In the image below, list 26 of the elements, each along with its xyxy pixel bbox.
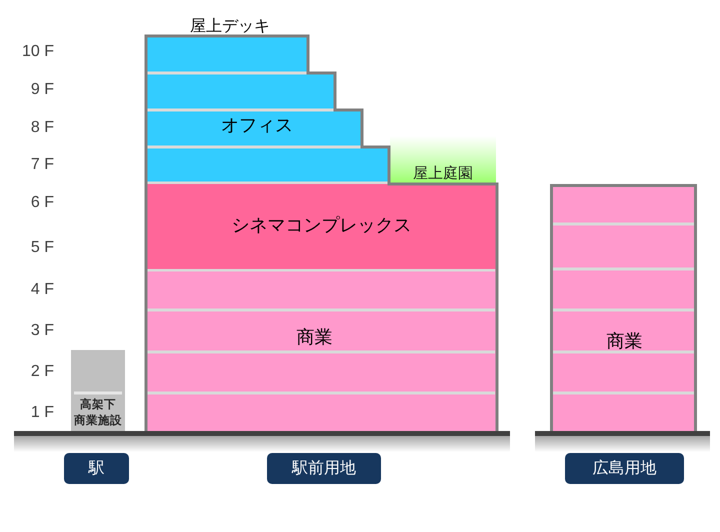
retail-floors bbox=[146, 269, 497, 432]
roof-deck-label: 屋上デッキ bbox=[189, 16, 271, 37]
area-label: 商業 bbox=[606, 330, 644, 352]
floor-label: 7 F bbox=[30, 155, 54, 175]
area-label: オフィス bbox=[220, 114, 294, 136]
area-label: 高架下商業施設 bbox=[74, 397, 122, 429]
office-floors bbox=[146, 36, 389, 184]
floor-label: 6 F bbox=[30, 193, 54, 213]
floor-label: 8 F bbox=[30, 118, 54, 138]
site-tag: 広島用地 bbox=[565, 453, 684, 484]
retail-building bbox=[550, 184, 697, 432]
elevated-retail-block bbox=[71, 350, 125, 432]
floor-label: 2 F bbox=[30, 362, 54, 382]
area-label: 商業 bbox=[296, 326, 334, 348]
area-label: 屋上庭園 bbox=[413, 165, 473, 183]
floor-label: 10 F bbox=[20, 42, 54, 62]
area-label: シネマコンプレックス bbox=[232, 214, 412, 236]
cinema-floors bbox=[146, 184, 497, 269]
floor-label: 9 F bbox=[30, 80, 54, 100]
floor-label: 1 F bbox=[30, 403, 54, 423]
floor-label: 5 F bbox=[30, 238, 54, 258]
rooftop-garden bbox=[390, 136, 496, 184]
site-tag: 駅前用地 bbox=[267, 453, 381, 484]
site-tag: 駅 bbox=[64, 453, 129, 484]
floor-label: 4 F bbox=[30, 280, 54, 300]
floor-label: 3 F bbox=[30, 321, 54, 341]
